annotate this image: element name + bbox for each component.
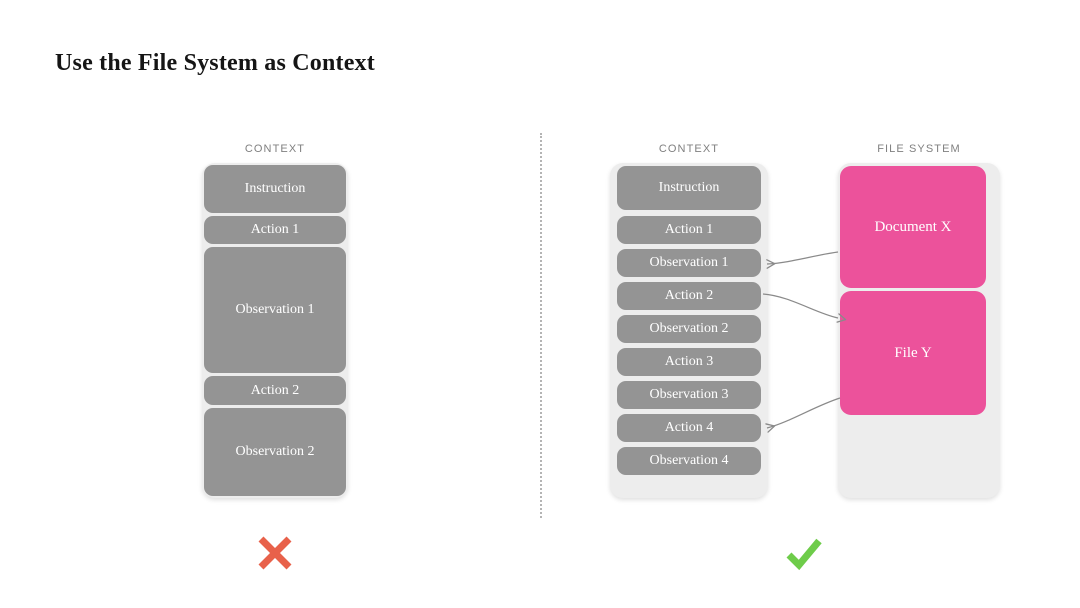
file-system-label: FILE SYSTEM bbox=[877, 143, 961, 155]
connector-document-x-to-observation-1 bbox=[766, 251, 839, 269]
right-block-observation-1[interactable]: Observation 1 bbox=[617, 249, 761, 277]
left-block-instruction[interactable]: Instruction bbox=[204, 165, 346, 213]
file-block-file-y[interactable]: File Y bbox=[840, 291, 986, 415]
right-block-instruction[interactable]: Instruction bbox=[617, 166, 761, 210]
right-context-label: CONTEXT bbox=[658, 143, 720, 155]
right-block-action-3[interactable]: Action 3 bbox=[617, 348, 761, 376]
right-block-observation-2[interactable]: Observation 2 bbox=[617, 315, 761, 343]
connector-file-y-to-action-4 bbox=[765, 397, 841, 433]
left-context-label: CONTEXT bbox=[244, 143, 306, 155]
right-block-action-1[interactable]: Action 1 bbox=[617, 216, 761, 244]
right-block-action-4[interactable]: Action 4 bbox=[617, 414, 761, 442]
left-block-action-1[interactable]: Action 1 bbox=[204, 216, 346, 244]
right-block-action-2[interactable]: Action 2 bbox=[617, 282, 761, 310]
left-block-observation-1[interactable]: Observation 1 bbox=[204, 247, 346, 373]
right-block-observation-4[interactable]: Observation 4 bbox=[617, 447, 761, 475]
connector-action-2-to-file-y bbox=[762, 293, 847, 323]
check-icon bbox=[781, 530, 827, 576]
section-divider bbox=[540, 133, 542, 518]
left-block-observation-2[interactable]: Observation 2 bbox=[204, 408, 346, 496]
cross-icon bbox=[252, 530, 298, 576]
file-block-document-x[interactable]: Document X bbox=[840, 166, 986, 288]
right-block-observation-3[interactable]: Observation 3 bbox=[617, 381, 761, 409]
page-title: Use the File System as Context bbox=[55, 50, 375, 76]
left-block-action-2[interactable]: Action 2 bbox=[204, 376, 346, 405]
